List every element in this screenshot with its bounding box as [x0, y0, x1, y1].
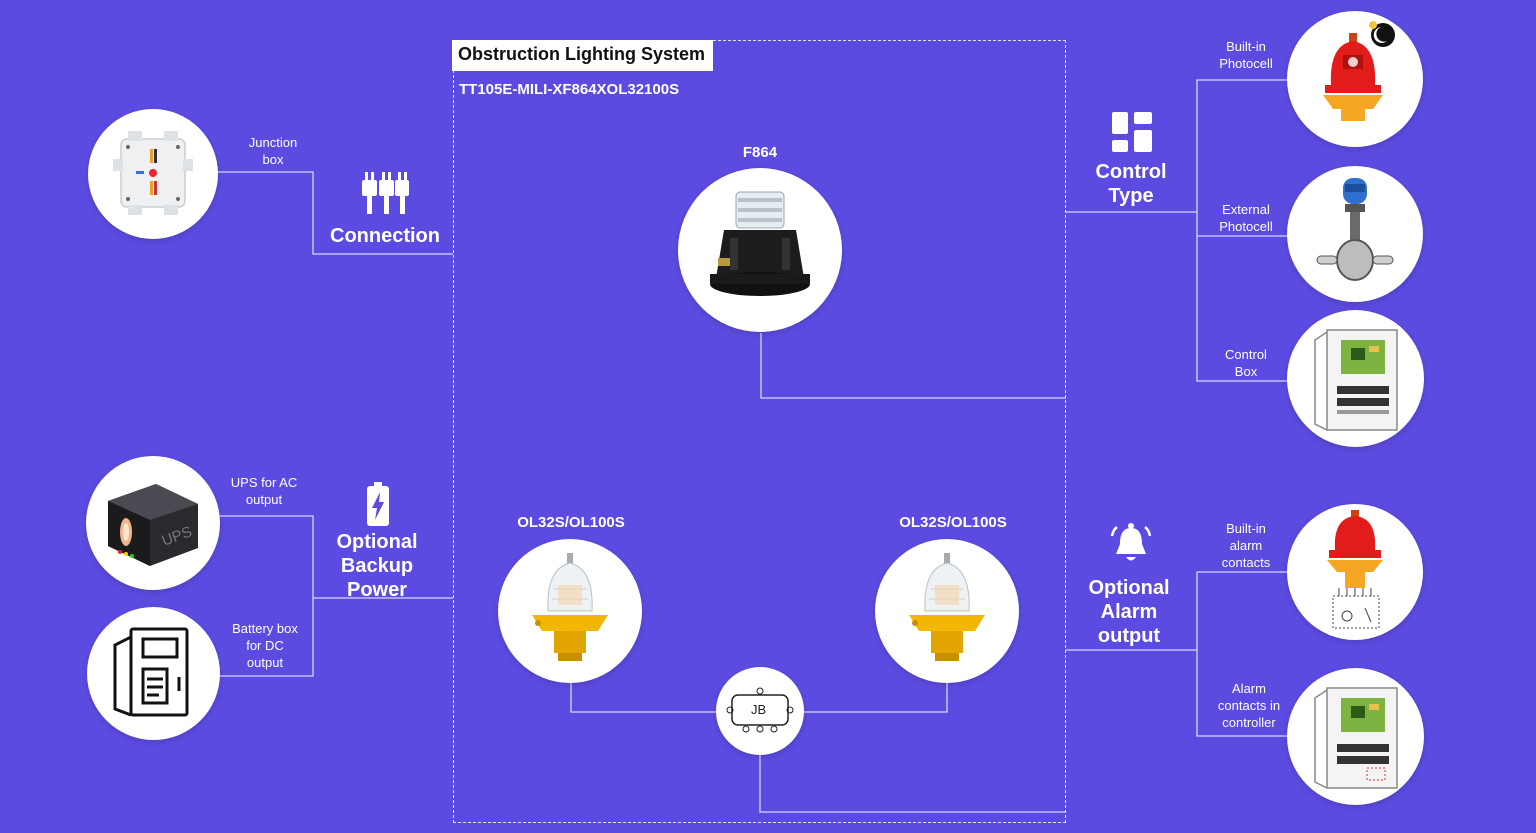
battery-box-label: Battery box for DC output [220, 620, 310, 671]
alarm-controller-line3: controller [1222, 715, 1276, 730]
builtin-photocell-line1: Built-in [1226, 39, 1266, 54]
line-control-branch [1196, 79, 1287, 382]
system-boundary [453, 40, 1066, 823]
backup-category-line3: Power [346, 579, 408, 601]
left-beacon-image [498, 539, 642, 683]
line-f864 [760, 333, 1066, 399]
control-type-line1: Control [1095, 161, 1167, 183]
alarm-category: Optional Alarm output [1075, 576, 1183, 648]
builtin-photocell-line2: Photocell [1219, 56, 1273, 71]
plug-connectors-icon [362, 172, 409, 214]
ups-label: UPS for AC output [220, 474, 308, 508]
builtin-alarm-line2: alarm [1229, 538, 1263, 553]
junction-box-image [88, 109, 218, 239]
battery-box-label-line2: for DC [246, 638, 284, 653]
system-title: Obstruction Lighting System [452, 40, 714, 71]
line-ups-battery [220, 515, 314, 677]
backup-category-line1: Optional [336, 531, 418, 553]
system-code: TT105E-MILI-XF864XOL32100S [459, 81, 680, 98]
backup-category-line2: Backup [340, 555, 414, 577]
battery-box-label-line3: output [246, 655, 284, 670]
f864-label: F864 [742, 144, 778, 161]
builtin-alarm-line3: contacts [1221, 555, 1271, 570]
dashboard-tiles-icon [1112, 112, 1152, 152]
line-junction [218, 171, 453, 255]
f864-light-image [678, 168, 842, 332]
builtin-photocell-label: Built-in Photocell [1203, 38, 1289, 72]
jb-label: JB [751, 702, 767, 717]
alarm-controller-label: Alarm contacts in controller [1203, 680, 1295, 731]
control-box-image [1287, 310, 1424, 447]
external-photocell-line1: External [1222, 202, 1270, 217]
control-type-line2: Type [1108, 185, 1154, 207]
battery-charge-icon [367, 482, 389, 526]
alarm-controller-line2: contacts in [1217, 698, 1281, 713]
line-right-beacon [803, 680, 948, 713]
ups-label-line1: UPS for AC [230, 475, 298, 490]
right-beacon-image [875, 539, 1019, 683]
line-jb-bottom [759, 752, 1066, 813]
external-photocell-image [1287, 166, 1423, 302]
left-beacon-label: OL32S/OL100S [517, 514, 625, 531]
junction-box-label-line1: Junction [248, 135, 298, 150]
bell-icon [1110, 523, 1152, 561]
jb-junction-image: JB [716, 667, 804, 755]
line-left-beacon [570, 680, 716, 713]
builtin-alarm-line1: Built-in [1226, 521, 1266, 536]
control-box-label: Control Box [1203, 346, 1289, 380]
junction-box-label-line2: box [262, 152, 284, 167]
builtin-photocell-image [1287, 11, 1423, 147]
right-beacon-label: OL32S/OL100S [899, 514, 1007, 531]
alarm-category-line2: Alarm [1100, 601, 1158, 623]
control-box-line2: Box [1234, 364, 1258, 379]
alarm-category-line3: output [1097, 625, 1161, 647]
external-photocell-label: External Photocell [1203, 201, 1289, 235]
battery-box-label-line1: Battery box [232, 621, 298, 636]
builtin-alarm-image [1287, 504, 1423, 640]
ups-image: UPS [86, 456, 220, 590]
external-photocell-line2: Photocell [1219, 219, 1273, 234]
battery-box-image [87, 607, 220, 740]
control-type-category: Control Type [1082, 160, 1180, 208]
ups-label-line2: output [245, 492, 283, 507]
line-alarm-branch [1196, 571, 1287, 737]
junction-box-label: Junction box [228, 134, 318, 168]
backup-category: Optional Backup Power [327, 530, 427, 602]
alarm-category-line1: Optional [1088, 577, 1170, 599]
control-box-line1: Control [1225, 347, 1267, 362]
connection-category: Connection [330, 225, 440, 247]
builtin-alarm-label: Built-in alarm contacts [1203, 520, 1289, 571]
alarm-controller-image [1287, 668, 1424, 805]
alarm-controller-line1: Alarm [1232, 681, 1266, 696]
